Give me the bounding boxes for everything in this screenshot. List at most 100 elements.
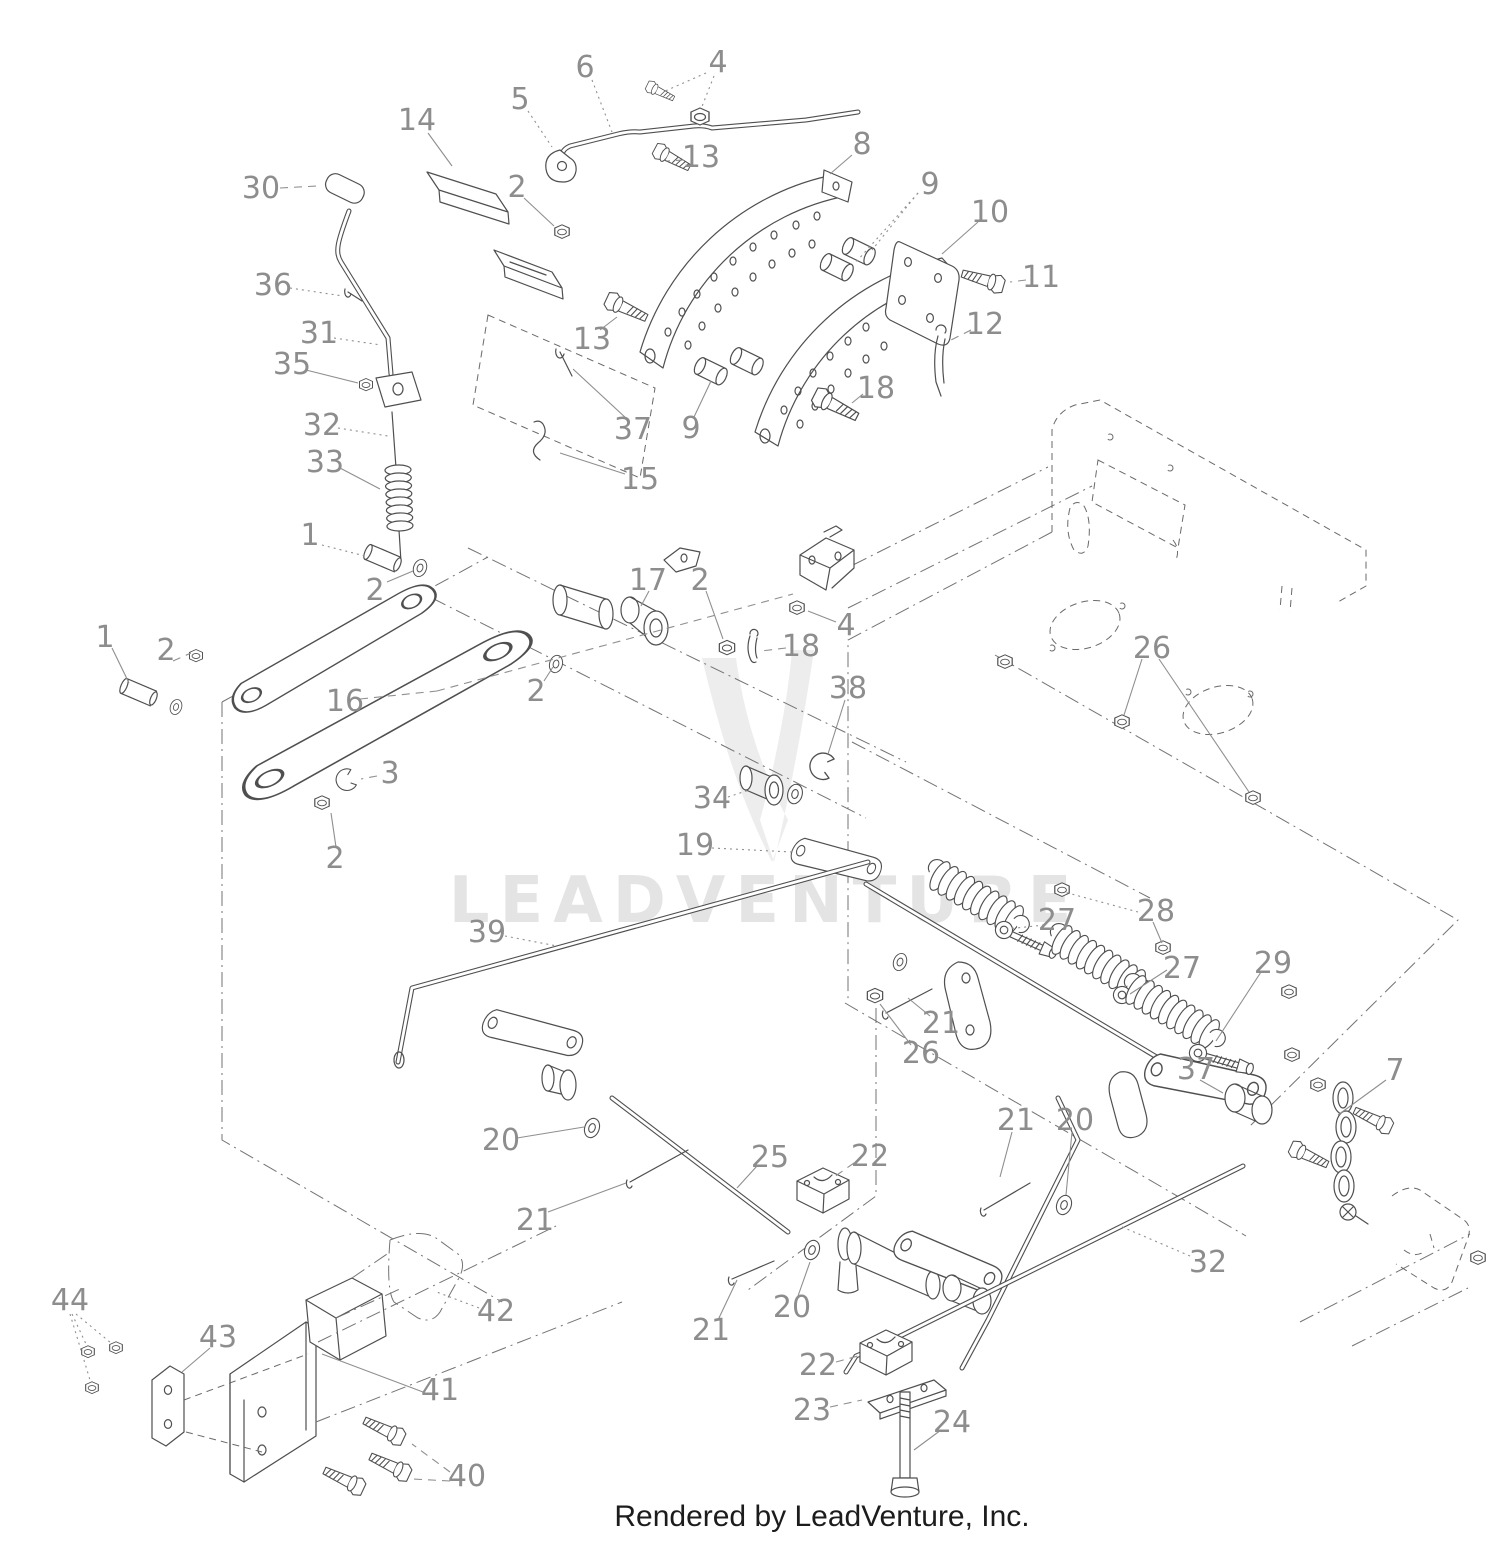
height-lever-assembly — [324, 173, 422, 563]
index-holes-rear — [780, 257, 942, 429]
screw-7 — [1339, 1203, 1369, 1225]
leader-line-19 — [711, 847, 793, 853]
nut-35 — [359, 378, 373, 392]
pivot-bushing-cluster — [552, 525, 855, 806]
leader-line-32 — [1119, 1225, 1191, 1257]
part-callout-2-25: 2 — [156, 633, 175, 668]
part-callout-20-54: 20 — [773, 1290, 811, 1325]
leader-line-15 — [559, 452, 626, 475]
leader-line-26 — [1123, 658, 1143, 716]
nut-26 — [1114, 714, 1130, 729]
part-callout-9-19: 9 — [681, 411, 700, 446]
leader-line-29 — [1215, 971, 1262, 1042]
leader-line-31 — [333, 337, 382, 346]
rod-39-end — [393, 1051, 405, 1069]
part-callout-28-40: 28 — [1137, 894, 1175, 929]
part-callout-35-14: 35 — [273, 347, 311, 382]
part-callout-12-9: 12 — [966, 307, 1004, 342]
part-callout-39-38: 39 — [468, 915, 506, 950]
part-callout-34-35: 34 — [693, 781, 731, 816]
leader-line-25 — [736, 1165, 758, 1189]
nut-7 — [1310, 1077, 1326, 1092]
part-callout-24-58: 24 — [933, 1405, 971, 1440]
part-callout-2-27: 2 — [690, 563, 709, 598]
nut-7 — [1470, 1250, 1486, 1265]
deck-phantom-outline — [221, 314, 1471, 1347]
leadventure-logo-mark — [702, 650, 814, 862]
pedal-pad-42 — [305, 1277, 387, 1361]
part-callout-21-43: 21 — [922, 1006, 960, 1041]
part-callout-8-5: 8 — [852, 127, 871, 162]
part-callout-36-12: 36 — [254, 268, 292, 303]
leader-line-33 — [339, 467, 381, 490]
screw-21 — [625, 1149, 689, 1189]
part-callout-17-26: 17 — [629, 563, 667, 598]
part-callout-32-53: 32 — [1189, 1245, 1227, 1280]
leader-line-22 — [835, 1355, 859, 1363]
leader-line-35 — [305, 369, 359, 384]
leader-line-26 — [879, 1003, 912, 1046]
screw-21 — [727, 1260, 775, 1286]
part-callout-4-1: 4 — [708, 45, 727, 80]
leader-line-37 — [1199, 1079, 1224, 1094]
part-callout-2-37: 2 — [325, 841, 344, 876]
leader-line-20 — [797, 1261, 811, 1297]
leader-line-2 — [543, 666, 554, 682]
lever-bracket — [375, 371, 422, 408]
part-callout-6-0: 6 — [575, 50, 594, 85]
leader-line-14 — [427, 132, 453, 167]
leader-line-1 — [111, 647, 130, 684]
nut-2 — [314, 795, 330, 810]
index-holes-front — [664, 211, 821, 350]
part-callout-44-59: 44 — [51, 1283, 89, 1318]
part-callout-7-46: 7 — [1385, 1053, 1404, 1088]
leader-line-9 — [871, 192, 919, 251]
hanger-strap — [1108, 1071, 1148, 1139]
small-bracket — [663, 547, 701, 573]
part-callout-37-45: 37 — [1177, 1052, 1215, 1087]
clip-15 — [532, 420, 546, 461]
washer-26 — [890, 951, 910, 973]
leader-line-2 — [172, 652, 192, 662]
bolt-18 — [809, 384, 863, 427]
part-callout-37-18: 37 — [614, 412, 652, 447]
leader-line-32 — [337, 427, 389, 437]
hanger-strap — [943, 961, 992, 1050]
part-callout-22-56: 22 — [799, 1348, 837, 1383]
part-callout-23-57: 23 — [793, 1393, 831, 1428]
leader-line-23 — [829, 1399, 863, 1408]
pedal-bracket-group — [81, 1225, 623, 1499]
hanger-arm — [478, 993, 588, 1075]
bolt-40 — [319, 1461, 368, 1499]
leader-line-40 — [412, 1478, 451, 1482]
clevis-pin-1 — [361, 542, 404, 574]
cotter-pin-12 — [934, 324, 947, 397]
leader-line-10 — [941, 221, 979, 255]
leader-line-2 — [386, 570, 414, 583]
clevis-hook — [545, 149, 577, 183]
leader-line-27 — [1006, 924, 1045, 930]
slot-plates — [426, 171, 564, 300]
washer-20 — [581, 1115, 603, 1141]
pin-18 — [747, 628, 759, 664]
nut-4 — [789, 600, 805, 615]
leader-line-5 — [527, 110, 553, 148]
leader-line-3 — [360, 775, 378, 780]
leader-line-28 — [1063, 891, 1139, 913]
leader-line-21 — [717, 1279, 738, 1321]
bracket-41 — [229, 1321, 317, 1483]
part-callout-31-13: 31 — [300, 316, 338, 351]
screw-21 — [881, 988, 933, 1020]
nut-44 — [85, 1381, 99, 1395]
leader-line-28 — [1152, 921, 1163, 944]
screw-21 — [979, 1182, 1031, 1217]
nut-2 — [554, 224, 570, 239]
bolt-40 — [359, 1411, 408, 1449]
spring-33 — [384, 464, 414, 532]
part-callout-16-30: 16 — [326, 684, 364, 719]
part-callout-25-50: 25 — [751, 1140, 789, 1175]
part-callout-41-62: 41 — [421, 1373, 459, 1408]
leader-line-17 — [640, 590, 650, 607]
part-callout-14-3: 14 — [398, 103, 436, 138]
